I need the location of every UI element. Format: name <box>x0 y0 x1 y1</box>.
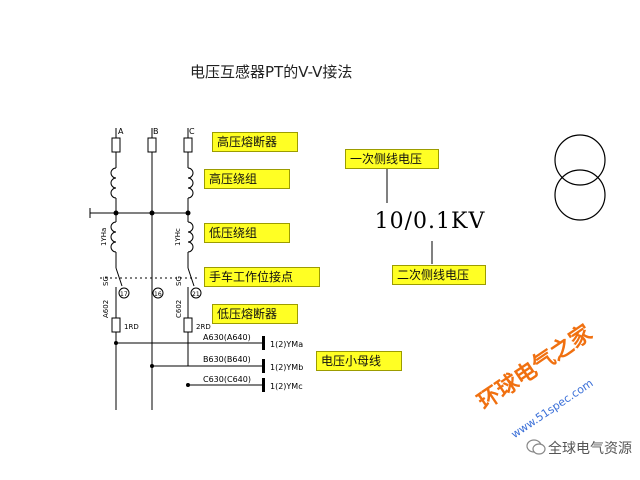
bus-label-c: 1(2)YMc <box>270 382 303 391</box>
lv-winding-label: 低压绕组 <box>204 223 290 243</box>
wire-label-c: C630(C640) <box>203 375 251 384</box>
diagram-title: 电压互感器PT的V-V接法 <box>190 63 353 81</box>
bus-label-a: 1(2)YMa <box>270 340 303 349</box>
cart-switch-right <box>187 267 195 287</box>
secondary-voltage-label: 二次侧线电压 <box>392 265 486 285</box>
tag-sw-right: SG <box>175 276 183 286</box>
hv-fuse-a <box>111 137 121 153</box>
tag-yh-left: 1YHa <box>100 228 108 246</box>
transformer-symbol-bottom <box>554 169 606 221</box>
hv-winding-right <box>187 167 194 199</box>
lv-winding-right <box>187 221 194 253</box>
tag-c602: C602 <box>175 300 183 318</box>
lv-fuse-1rd <box>111 317 121 333</box>
wire-label-b: B630(B640) <box>203 355 251 364</box>
lv-fuse-2rd <box>183 317 193 333</box>
cart-switch-left <box>115 267 123 287</box>
lv-fuse-label: 低压熔断器 <box>212 304 298 324</box>
bus-bar-b <box>262 359 265 373</box>
small-bus-label: 电压小母线 <box>316 351 402 371</box>
phase-label-c: C <box>189 127 195 136</box>
phase-label-b: B <box>153 127 159 136</box>
tag-cn-right: 21 <box>192 291 200 298</box>
bus-bar-c <box>262 378 265 392</box>
phase-label-a: A <box>118 127 124 136</box>
bus-label-b: 1(2)YMb <box>270 363 303 372</box>
cart-contact-label: 手车工作位接点 <box>204 267 320 287</box>
hv-winding-left <box>110 167 117 199</box>
tag-1rd: 1RD <box>124 323 139 331</box>
tag-cn-left: 17 <box>120 291 128 298</box>
wechat-logo-icon <box>526 439 546 455</box>
tag-a602: A602 <box>102 300 110 318</box>
transformer-symbol-top <box>554 134 606 186</box>
hv-fuse-b <box>147 137 157 153</box>
bus-bar-a <box>262 336 265 350</box>
primary-voltage-label: 一次侧线电压 <box>345 149 439 169</box>
lv-winding-left <box>110 221 117 253</box>
tag-2rd: 2RD <box>196 323 211 331</box>
tag-sw-left: SG <box>102 276 110 286</box>
hv-fuse-c <box>183 137 193 153</box>
hv-winding-label: 高压绕组 <box>204 169 290 189</box>
wire-label-a: A630(A640) <box>203 333 251 342</box>
hv-fuse-label: 高压熔断器 <box>212 132 298 152</box>
tag-cn-mid: 16 <box>154 291 162 298</box>
voltage-ratio-text: 10/0.1KV <box>366 203 494 241</box>
tag-yh-right: 1YHc <box>174 228 182 246</box>
